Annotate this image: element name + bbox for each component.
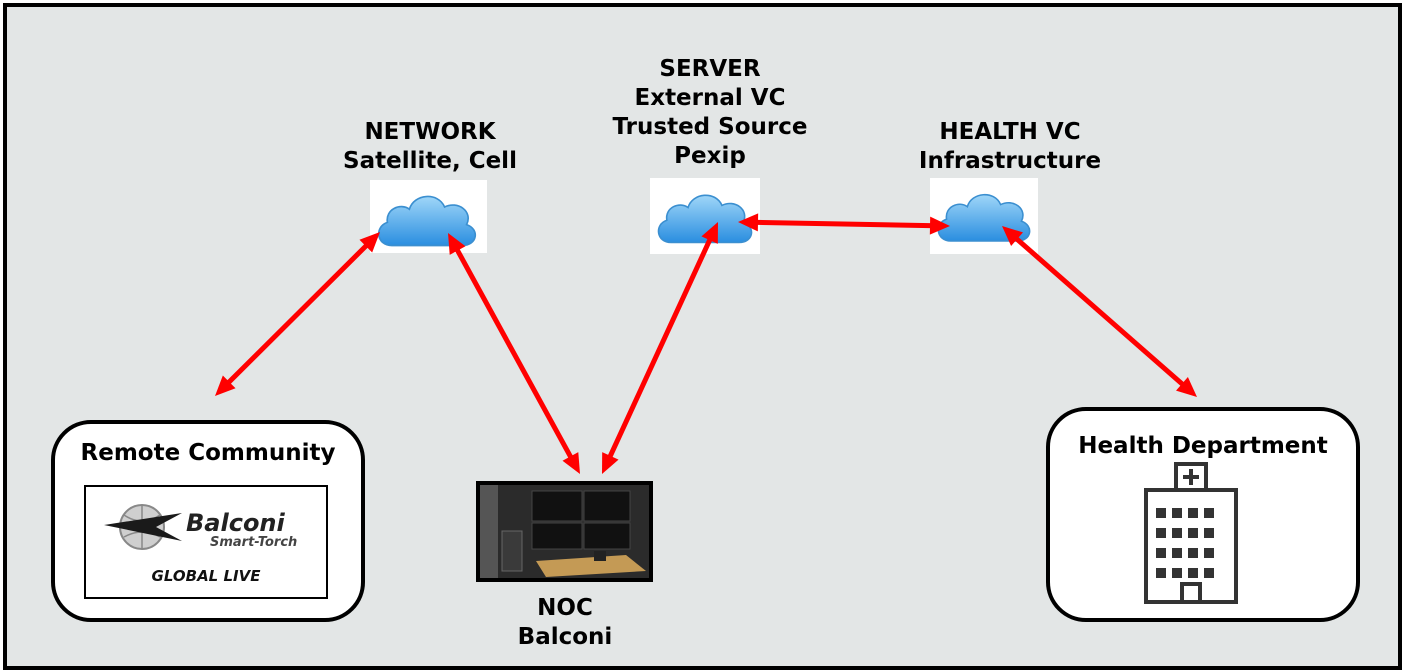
balconi-globe-icon [104,504,182,550]
arrow-healthvc-healthdept [1010,233,1189,390]
arrow-server-noc-head-end [602,452,619,474]
network-subtitle: Satellite, Cell [343,148,517,174]
noc-room-icon [480,485,649,578]
arrow-network-remote [223,240,372,388]
arrow-network-noc-head-end [562,452,580,474]
server-line2: External VC [634,85,786,111]
arrow-server-healthvc-head-start [738,213,759,232]
logo-tagline: GLOBAL LIVE [151,567,261,585]
network-cloud-icon [377,195,477,247]
health-vc-title: HEALTH VC [939,119,1081,145]
arrow-server-healthvc [751,219,937,229]
arrow-network-noc [452,244,576,463]
hospital-building-icon [1144,462,1238,604]
server-label: SERVER External VC Trusted Source Pexip [590,55,830,171]
arrow-healthvc-healthdept-head-start [1002,226,1023,246]
network-label: NETWORK Satellite, Cell [310,118,550,176]
arrow-server-healthvc-head-end [929,216,950,235]
noc-room-photo [476,481,653,582]
arrow-network-remote-head-end [215,375,236,396]
logo-product: Smart-Torch [210,535,298,550]
arrow-network-remote-head-start [359,232,380,253]
noc-label: NOC Balconi [445,594,685,652]
network-title: NETWORK [364,119,496,145]
arrow-network-noc-head-start [448,233,466,255]
server-title: SERVER [659,56,761,82]
balconi-logo: Balconi Smart-Torch GLOBAL LIVE [84,485,328,599]
server-line3: Trusted Source [612,114,808,140]
noc-title: NOC [537,595,593,621]
arrow-server-noc-head-start [701,222,718,244]
arrow-healthvc-healthdept-head-end [1176,377,1197,397]
health-department-title: Health Department [1078,433,1328,459]
health-vc-subtitle: Infrastructure [918,148,1102,174]
noc-subtitle: Balconi [517,624,613,650]
health-department-box: Health Department [1046,407,1360,622]
health-vc-label: HEALTH VC Infrastructure [890,118,1130,176]
remote-community-title: Remote Community [80,440,336,466]
logo-brand: Balconi [186,509,285,537]
server-line4: Pexip [674,143,746,169]
arrow-server-noc [605,233,715,463]
